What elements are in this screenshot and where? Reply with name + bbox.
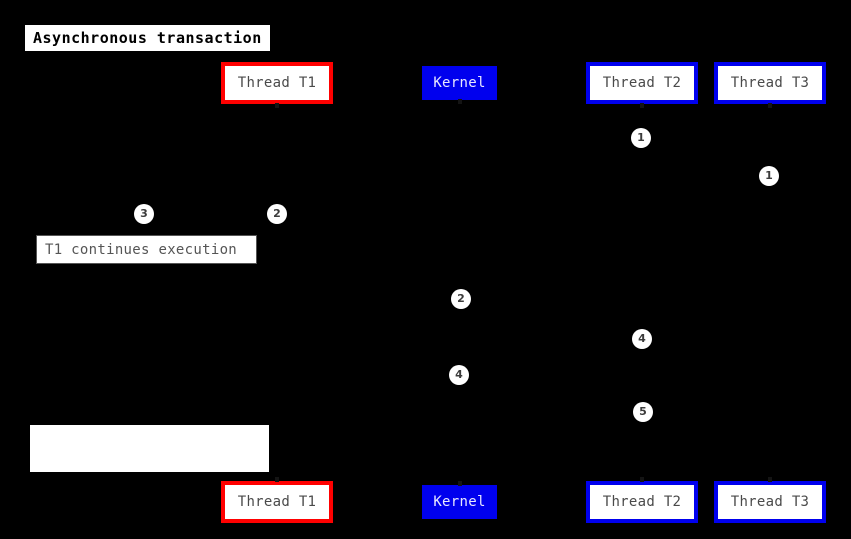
lifeline-nub [275, 103, 279, 108]
step-badge-5: 5 [633, 402, 653, 422]
lifeline-nub [640, 103, 644, 108]
step-badge-2: 2 [267, 204, 287, 224]
participant-thread-t1[interactable]: Thread T1 [221, 62, 333, 104]
lifeline-nub [275, 477, 279, 482]
diagram-title: Asynchronous transaction [25, 25, 270, 51]
lifeline-nub [640, 477, 644, 482]
participant-thread-t1[interactable]: Thread T1 [221, 481, 333, 523]
lifeline-nub [457, 99, 462, 104]
participant-label: Kernel [433, 494, 486, 510]
participant-thread-t3[interactable]: Thread T3 [714, 481, 826, 523]
note-message: T1 continues execution [36, 235, 257, 264]
participant-label: Thread T1 [237, 75, 317, 91]
step-badge-4: 4 [632, 329, 652, 349]
participant-label: Thread T2 [602, 494, 682, 510]
lifeline-nub [768, 477, 772, 482]
participant-thread-t3[interactable]: Thread T3 [714, 62, 826, 104]
step-badge-1: 1 [759, 166, 779, 186]
step-badge-1: 1 [631, 128, 651, 148]
note-text: T1 continues execution [45, 241, 238, 258]
step-badge-2: 2 [451, 289, 471, 309]
participant-thread-t2[interactable]: Thread T2 [586, 481, 698, 523]
participant-label: Thread T3 [730, 494, 810, 510]
participant-kernel[interactable]: Kernel [422, 485, 497, 519]
note-empty [30, 425, 269, 472]
participant-thread-t2[interactable]: Thread T2 [586, 62, 698, 104]
participant-label: Thread T3 [730, 75, 810, 91]
step-badge-3: 3 [134, 204, 154, 224]
participant-label: Kernel [433, 75, 486, 91]
participant-label: Thread T2 [602, 75, 682, 91]
participant-kernel[interactable]: Kernel [422, 66, 497, 100]
participant-label: Thread T1 [237, 494, 317, 510]
lifeline-nub [768, 103, 772, 108]
step-badge-4: 4 [449, 365, 469, 385]
lifeline-nub [457, 481, 462, 486]
